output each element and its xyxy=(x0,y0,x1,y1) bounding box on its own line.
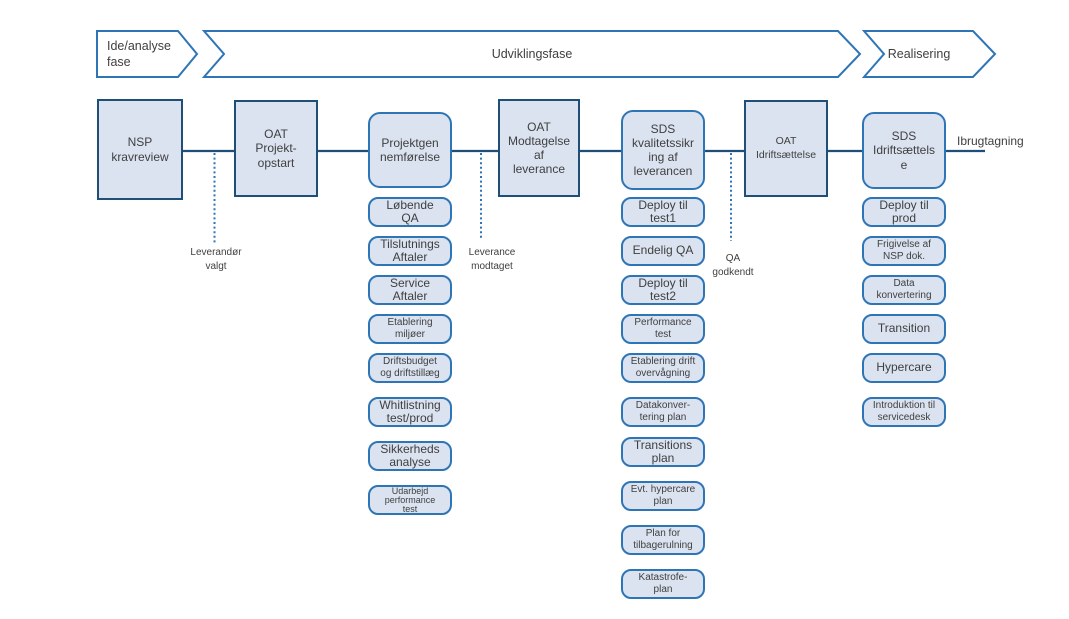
activity-box: Whitlistning test/prod xyxy=(368,397,452,427)
stage-oat-modtagelse-af-leverance: OAT Modtagelse af leverance xyxy=(498,99,580,197)
activity-box: Performance test xyxy=(621,314,705,344)
activity-box: Transition xyxy=(862,314,946,344)
activity-box: Deploy til prod xyxy=(862,197,946,227)
milestone-label-leverance-modtaget: Leverance modtaget xyxy=(468,247,516,272)
activity-box: Hypercare xyxy=(862,353,946,383)
activity-box: Katastrofe- plan xyxy=(621,569,705,599)
activity-box: Introduktion til servicedesk xyxy=(862,397,946,427)
activity-box: Tilslutnings Aftaler xyxy=(368,236,452,266)
activity-box: Transitions plan xyxy=(621,437,705,467)
activity-box: Sikkerheds analyse xyxy=(368,441,452,471)
phase-arrow-udviklingsfase xyxy=(201,30,862,78)
activity-box: Etablering miljøer xyxy=(368,314,452,344)
activity-box: Deploy til test1 xyxy=(621,197,705,227)
stage-sds-kvalitetssikring: SDS kvalitetssikr ing af leverancen xyxy=(621,110,705,190)
milestone-label-leverandor-valgt: Leverandør valgt xyxy=(190,247,242,272)
activity-box: Plan for tilbagerulning xyxy=(621,525,705,555)
stage-oat-idriftsaettelse: OAT Idriftsættelse xyxy=(744,100,828,197)
activity-box: Deploy til test2 xyxy=(621,275,705,305)
phase-arrow-realisering xyxy=(861,30,997,78)
milestone-label-qa-godkendt: QA godkendt xyxy=(712,253,754,278)
stage-oat-projektopstart: OAT Projekt- opstart xyxy=(234,100,318,197)
activity-box: Endelig QA xyxy=(621,236,705,266)
phase-label-udviklingsfase: Udviklingsfase xyxy=(491,46,573,61)
phase-label-ide-analyse: Ide/analyse fase xyxy=(107,38,171,69)
stage-nsp-kravreview: NSP kravreview xyxy=(97,99,183,200)
activity-box: Udarbejd performance test xyxy=(368,485,452,515)
stage-sds-idriftsaettelse: SDS Idriftsættels e xyxy=(862,112,946,189)
activity-box: Evt. hypercare plan xyxy=(621,481,705,511)
phase-label-realisering: Realisering xyxy=(887,46,951,61)
activity-box: Etablering drift overvågning xyxy=(621,353,705,383)
phase-arrow-ide-analyse xyxy=(96,30,199,78)
activity-box: Data konvertering xyxy=(862,275,946,305)
stage-projektgennemforelse: Projektgen nemførelse xyxy=(368,112,452,188)
end-label-ibrugtagning: Ibrugtagning xyxy=(957,134,1024,148)
activity-box: Løbende QA xyxy=(368,197,452,227)
activity-box: Driftsbudget og driftstillæg xyxy=(368,353,452,383)
activity-box: Frigivelse af NSP dok. xyxy=(862,236,946,266)
activity-box: Datakonver- tering plan xyxy=(621,397,705,427)
activity-box: Service Aftaler xyxy=(368,275,452,305)
